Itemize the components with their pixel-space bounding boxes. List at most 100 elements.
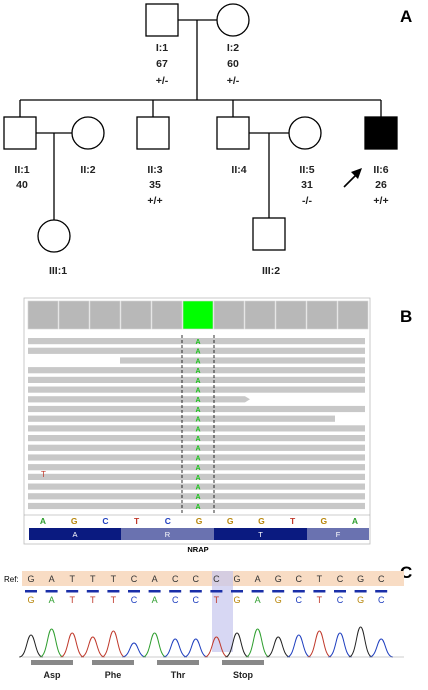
sample-seq-base: A [255, 595, 261, 605]
trace-peak [122, 642, 146, 658]
trace-peak [163, 638, 188, 658]
pedigree-labels: I:1 67 +/- I:2 60 +/- II:1 40 II:2 II:3 … [14, 42, 388, 277]
call-quality-bar [169, 590, 182, 593]
label-II5-genotype: -/- [302, 195, 312, 207]
label-III2-id: III:2 [262, 265, 280, 277]
trace-peak [245, 628, 270, 658]
variant-base: A [195, 494, 200, 501]
call-quality-bar [25, 590, 37, 593]
read [28, 367, 365, 374]
ref-base: G [258, 516, 265, 526]
read [28, 425, 365, 432]
stray-base: T [41, 470, 46, 479]
panel-label-a: A [400, 7, 412, 26]
sample-seq-base: T [90, 595, 96, 605]
ref-base: T [134, 516, 140, 526]
variant-base: A [195, 465, 200, 472]
sample-seq-base: G [233, 595, 240, 605]
variant-base: A [195, 436, 200, 443]
ref-seq-base: C [131, 574, 138, 584]
individual-II4 [216, 116, 250, 150]
variant-base: A [195, 388, 200, 395]
read [28, 464, 365, 471]
call-quality-bar [313, 590, 326, 593]
sample-seq-base: A [152, 595, 158, 605]
ref-seq-base: C [337, 574, 344, 584]
coverage-bar [337, 300, 369, 330]
call-quality-bar [86, 590, 99, 593]
individual-II3 [136, 116, 170, 150]
ref-seq-base: G [357, 574, 364, 584]
sample-seq-base: G [27, 595, 34, 605]
ref-base: C [102, 516, 108, 526]
coverage-bar [213, 300, 245, 330]
amino-acid-block [29, 528, 121, 540]
ref-base: G [196, 516, 203, 526]
ref-seq-base: T [90, 574, 96, 584]
variant-base: A [195, 339, 200, 346]
ref-seq-base: T [69, 574, 75, 584]
ref-base: G [227, 516, 234, 526]
call-quality-bar [375, 590, 388, 593]
sample-seq-base: C [378, 595, 385, 605]
coverage-bar [244, 300, 276, 330]
amino-acid-label: T [258, 530, 263, 539]
pedigree [3, 3, 398, 253]
label-II6-age: 26 [375, 179, 387, 191]
read [28, 473, 365, 480]
coverage-bar [58, 300, 90, 330]
variant-base: A [195, 455, 200, 462]
label-II6-genotype: +/+ [373, 195, 388, 207]
label-I2-genotype: +/- [227, 75, 240, 87]
proband-arrow [343, 168, 362, 188]
call-quality-bar [148, 590, 161, 593]
read [28, 493, 365, 500]
trace-peak [39, 628, 64, 658]
variant-base: A [195, 397, 200, 404]
codon-label: Phe [105, 670, 122, 680]
ref-base: A [40, 516, 46, 526]
read [28, 396, 250, 403]
trace-peak [60, 632, 85, 658]
trace-peak [286, 634, 311, 658]
call-quality-bar [66, 590, 79, 593]
call-quality-bar [128, 590, 140, 593]
variant-base: A [195, 368, 200, 375]
coverage-bar [151, 300, 183, 330]
sample-seq-base: G [357, 595, 364, 605]
ref-seq-base: G [233, 574, 240, 584]
label-II5-age: 31 [301, 179, 313, 191]
call-quality-bar [354, 590, 367, 593]
ref-seq-base: A [255, 574, 261, 584]
individual-I1 [145, 3, 179, 37]
individual-III1 [37, 219, 71, 253]
amino-acid-label: A [72, 530, 77, 539]
ref-base: T [290, 516, 296, 526]
label-I2-age: 60 [227, 58, 239, 70]
chromatogram-traces [19, 626, 404, 658]
ref-seq-base: G [275, 574, 282, 584]
ref-seq-base: T [317, 574, 323, 584]
read [28, 376, 365, 383]
call-quality-bar [189, 590, 202, 593]
coverage-bar [306, 300, 338, 330]
individual-II1 [3, 116, 37, 150]
variant-base: A [195, 358, 200, 365]
ref-seq-base: A [49, 574, 55, 584]
coverage-bar [89, 300, 121, 330]
ref-base: A [352, 516, 358, 526]
sample-seq-base: T [214, 595, 220, 605]
variant-base: A [195, 407, 200, 414]
individual-I2 [216, 3, 250, 37]
codon-bar [222, 660, 264, 665]
read [28, 415, 335, 422]
trace-peak [80, 636, 105, 658]
label-II6-id: II:6 [373, 164, 388, 176]
codon-bar [157, 660, 199, 665]
